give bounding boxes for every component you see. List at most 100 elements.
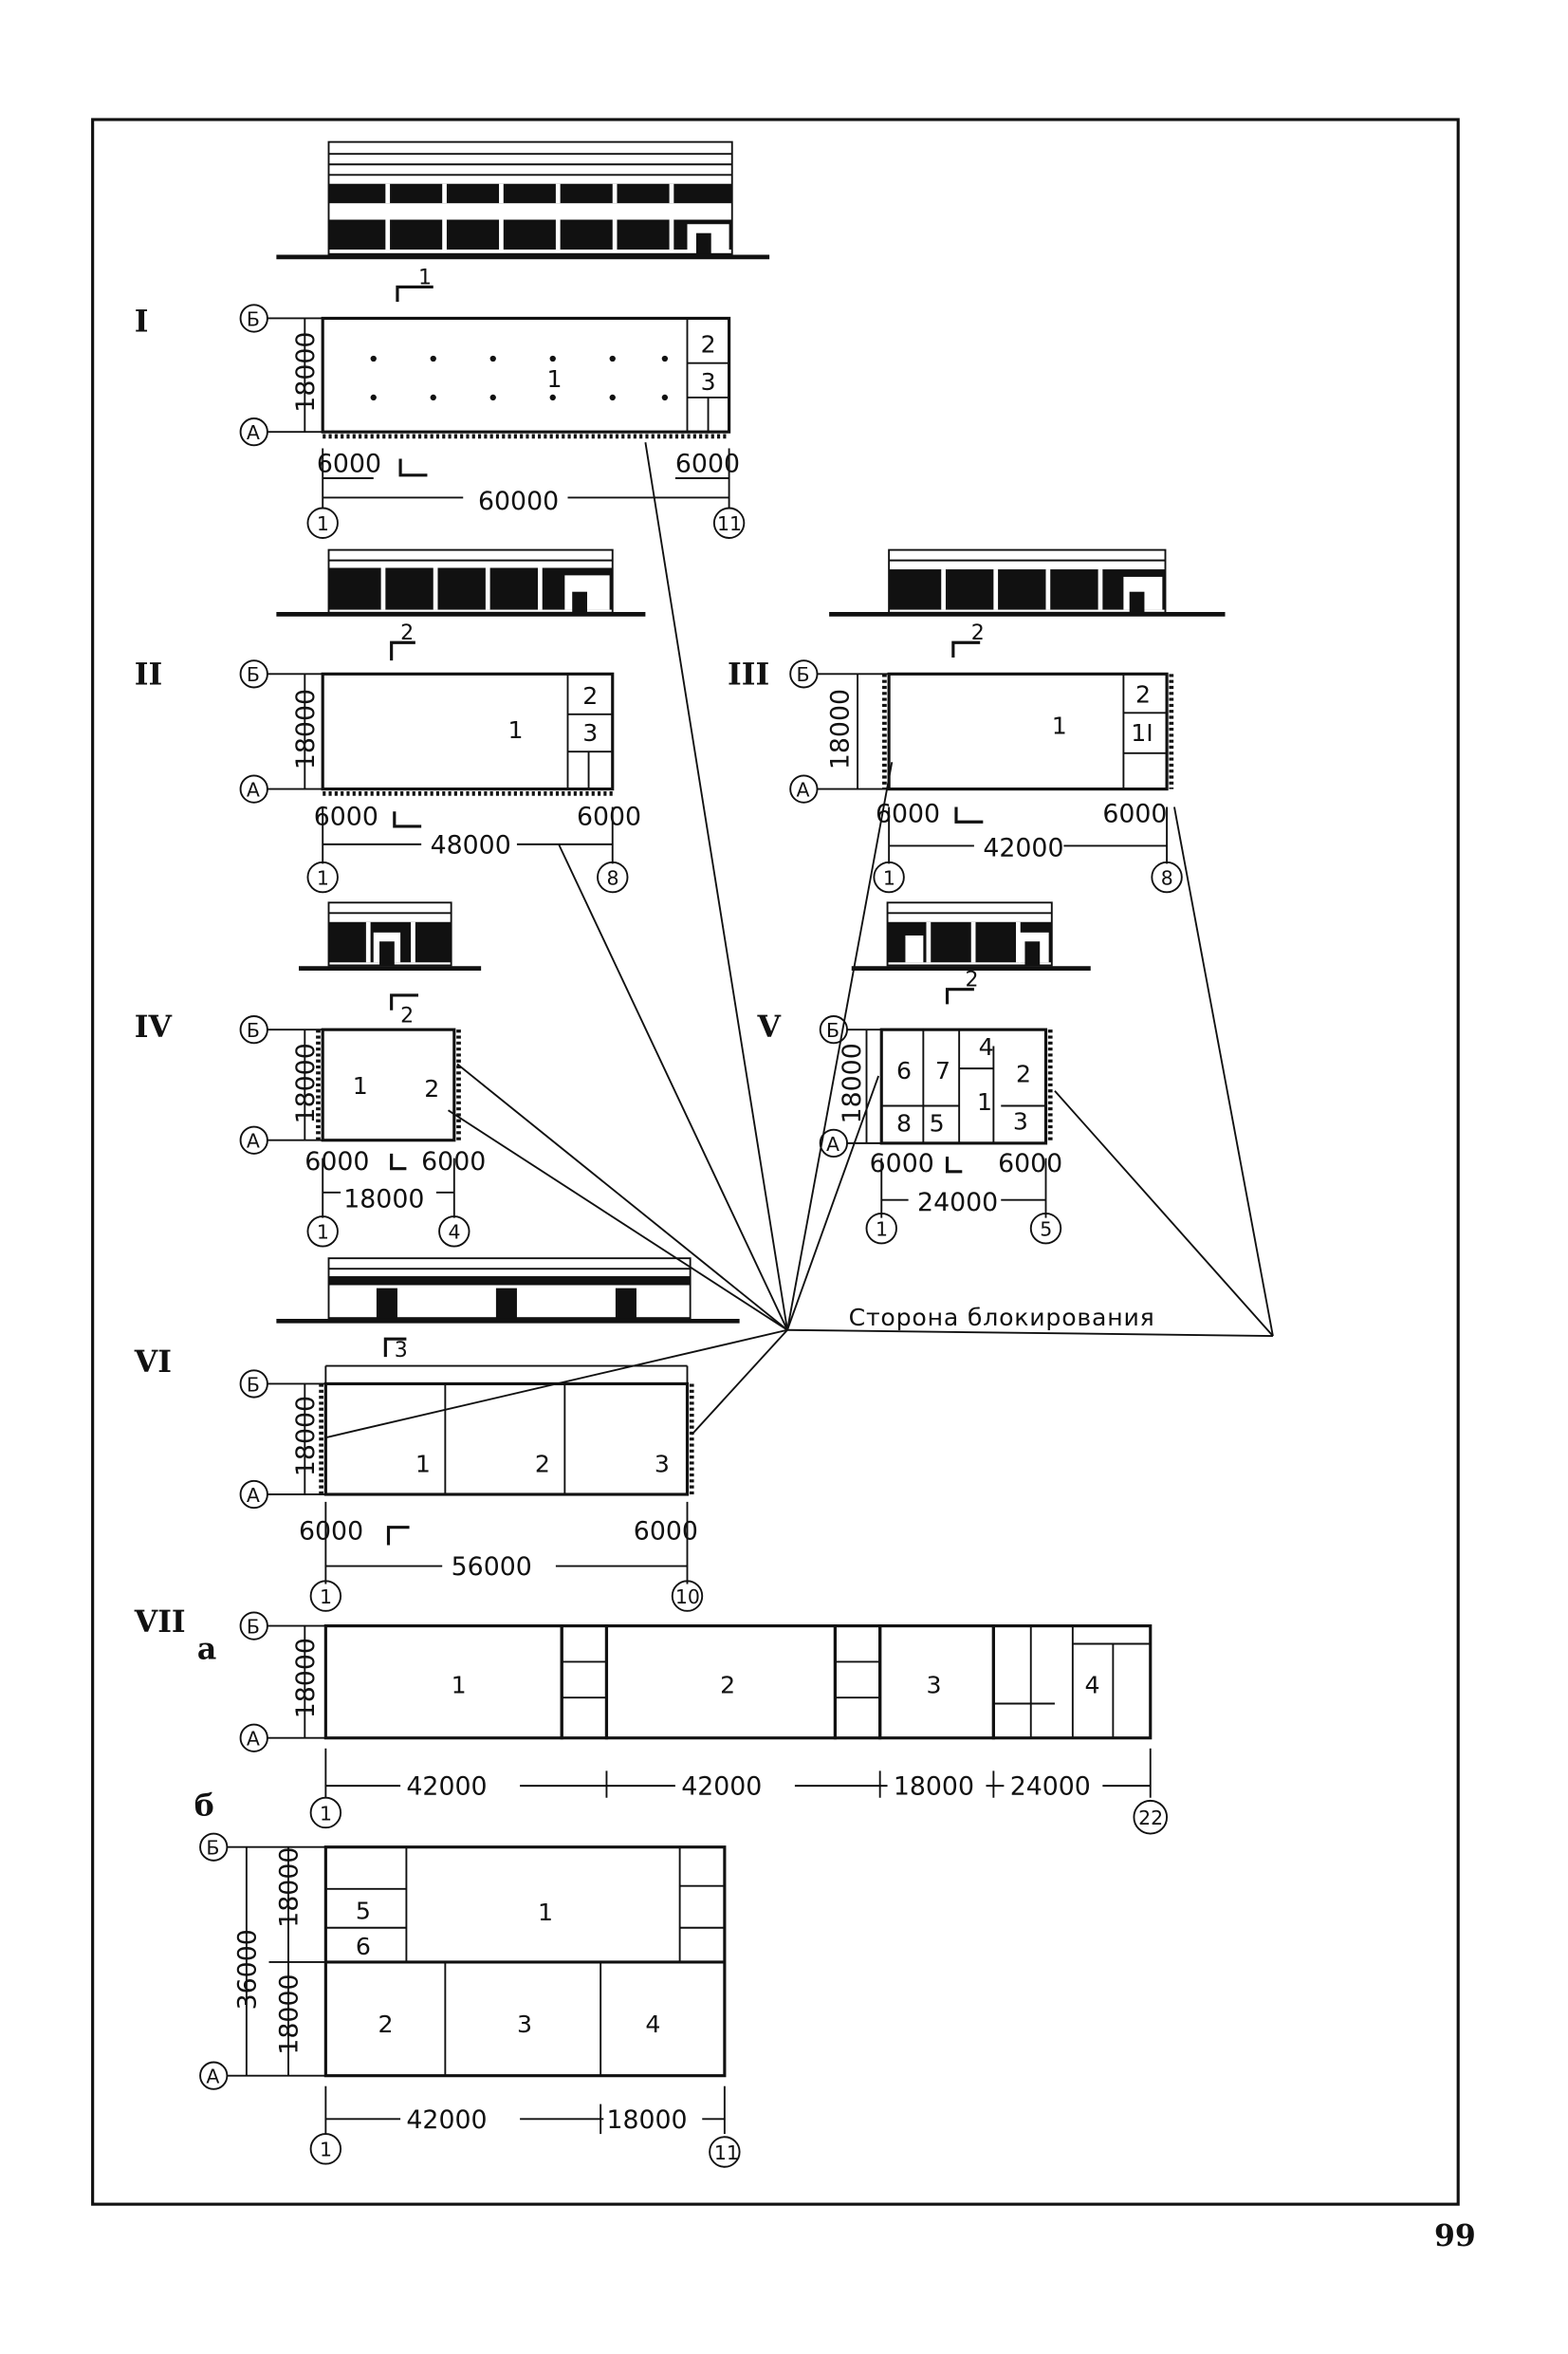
axis-end: 8 [1161,866,1173,889]
axis-end: 5 [1040,1218,1052,1241]
room-label: 2 [701,331,716,359]
axis-end: 11 [717,512,742,535]
axis-start: 1 [883,866,895,889]
dim-depth: 18000 [291,1638,321,1718]
axis-a: А [796,778,809,801]
dim-edge-left: 6000 [314,802,378,831]
axis-a: А [247,1484,260,1507]
room-label: 2 [535,1450,550,1477]
room-label: 4 [645,2011,660,2038]
variant-label: б [194,1789,214,1824]
axis-b: Б [247,307,260,330]
dim-edge-right: 6000 [675,450,740,479]
room-label: 2 [424,1075,439,1103]
dim-segment: 18000 [894,1772,974,1802]
dim-edge-left: 6000 [870,1149,934,1178]
room-label: 3 [1013,1108,1028,1136]
room-label: 2 [378,2011,393,2038]
dim-edge-left: 6000 [876,799,940,828]
plan-label: III [728,657,769,692]
axis-end: 10 [675,1585,700,1608]
dim-edge-left: 6000 [317,450,381,479]
section-mark: 2 [971,621,985,645]
dim-depth-total: 36000 [232,1929,262,2010]
room-label: 3 [517,2011,532,2038]
axis-a: А [206,2066,219,2088]
dim-depth-bottom: 18000 [274,1974,304,2054]
plan-label: VI [134,1344,172,1380]
room-label: 1 [452,1671,467,1698]
dim-edge-right: 6000 [1102,799,1167,828]
axis-start: 1 [320,1802,332,1825]
room-label: 1I [1131,719,1153,747]
room-label: 7 [935,1057,950,1084]
section-mark: 3 [395,1339,408,1362]
axis-end: 11 [714,2141,739,2164]
dim-edge-right: 6000 [577,802,641,831]
dim-depth: 18000 [291,332,321,413]
axis-a: А [826,1133,839,1156]
room-label: 4 [1084,1671,1099,1698]
axis-b: Б [206,1837,219,1860]
dim-depth: 18000 [291,1396,321,1476]
axis-b: Б [247,1373,260,1396]
room-label: 2 [582,682,598,710]
elevation-VI [276,1257,740,1324]
callout-label: Сторона блокирования [849,1304,1155,1331]
section-mark: 2 [400,1004,414,1028]
room-label: 3 [655,1450,670,1477]
room-label: 5 [930,1109,945,1137]
dim-edge-right: 6000 [998,1149,1062,1178]
page-frame [91,118,1460,2206]
room-label: 5 [356,1897,371,1924]
plan-IV: IV 2 Б А 18000 1 2 6000 6000 18000 [135,901,486,1248]
dim-depth: 18000 [291,1043,321,1123]
room-label: 4 [979,1033,994,1061]
room-label: 2 [1016,1060,1031,1087]
plan-label: V [757,1010,782,1045]
axis-a: А [247,421,260,444]
axis-end: 8 [606,866,618,889]
dim-depth-top: 18000 [274,1847,304,1928]
dim-total: 60000 [478,487,559,516]
axis-b: Б [247,1019,260,1042]
page-number: 99 [1434,2218,1476,2253]
axis-b: Б [247,1615,260,1638]
room-label: 1 [1052,712,1067,739]
axis-a: А [247,1728,260,1751]
axis-start: 1 [317,866,329,889]
plan-I: I 1 Б А 18000 1 [135,140,770,539]
room-label: 6 [356,1933,371,1960]
room-label: 1 [353,1072,368,1100]
room-label: 1 [977,1088,992,1116]
room-label: 1 [415,1450,431,1477]
dim-depth: 18000 [291,689,321,769]
dim-depth: 18000 [826,689,856,769]
dim-edge-left: 6000 [304,1147,369,1177]
dim-edge-left: 6000 [299,1516,363,1546]
axis-b: Б [826,1019,839,1042]
dim-total: 24000 [917,1188,998,1217]
room-label: 1 [538,1899,553,1926]
dim-total: 18000 [343,1185,424,1214]
room-label: 3 [701,368,716,396]
dim-segment: 42000 [681,1772,762,1802]
axis-start: 1 [317,512,329,535]
elevation-III [829,548,1226,617]
plan-label: VII [134,1604,186,1640]
dim-total: 56000 [452,1552,532,1582]
axis-end: 4 [448,1221,460,1244]
room-label: 6 [896,1057,912,1084]
axis-start: 1 [876,1218,888,1241]
dim-edge-right: 6000 [634,1516,698,1546]
plan-label: I [135,305,149,340]
room-label: 1 [546,365,562,393]
dim-segment: 24000 [1010,1772,1091,1802]
plan-label: II [135,657,162,692]
axis-a: А [247,778,260,801]
dim-segment: 18000 [606,2105,687,2135]
axis-start: 1 [320,1585,332,1608]
room-label: 2 [720,1671,735,1698]
dim-total: 42000 [983,833,1063,862]
section-mark: 2 [965,968,978,992]
